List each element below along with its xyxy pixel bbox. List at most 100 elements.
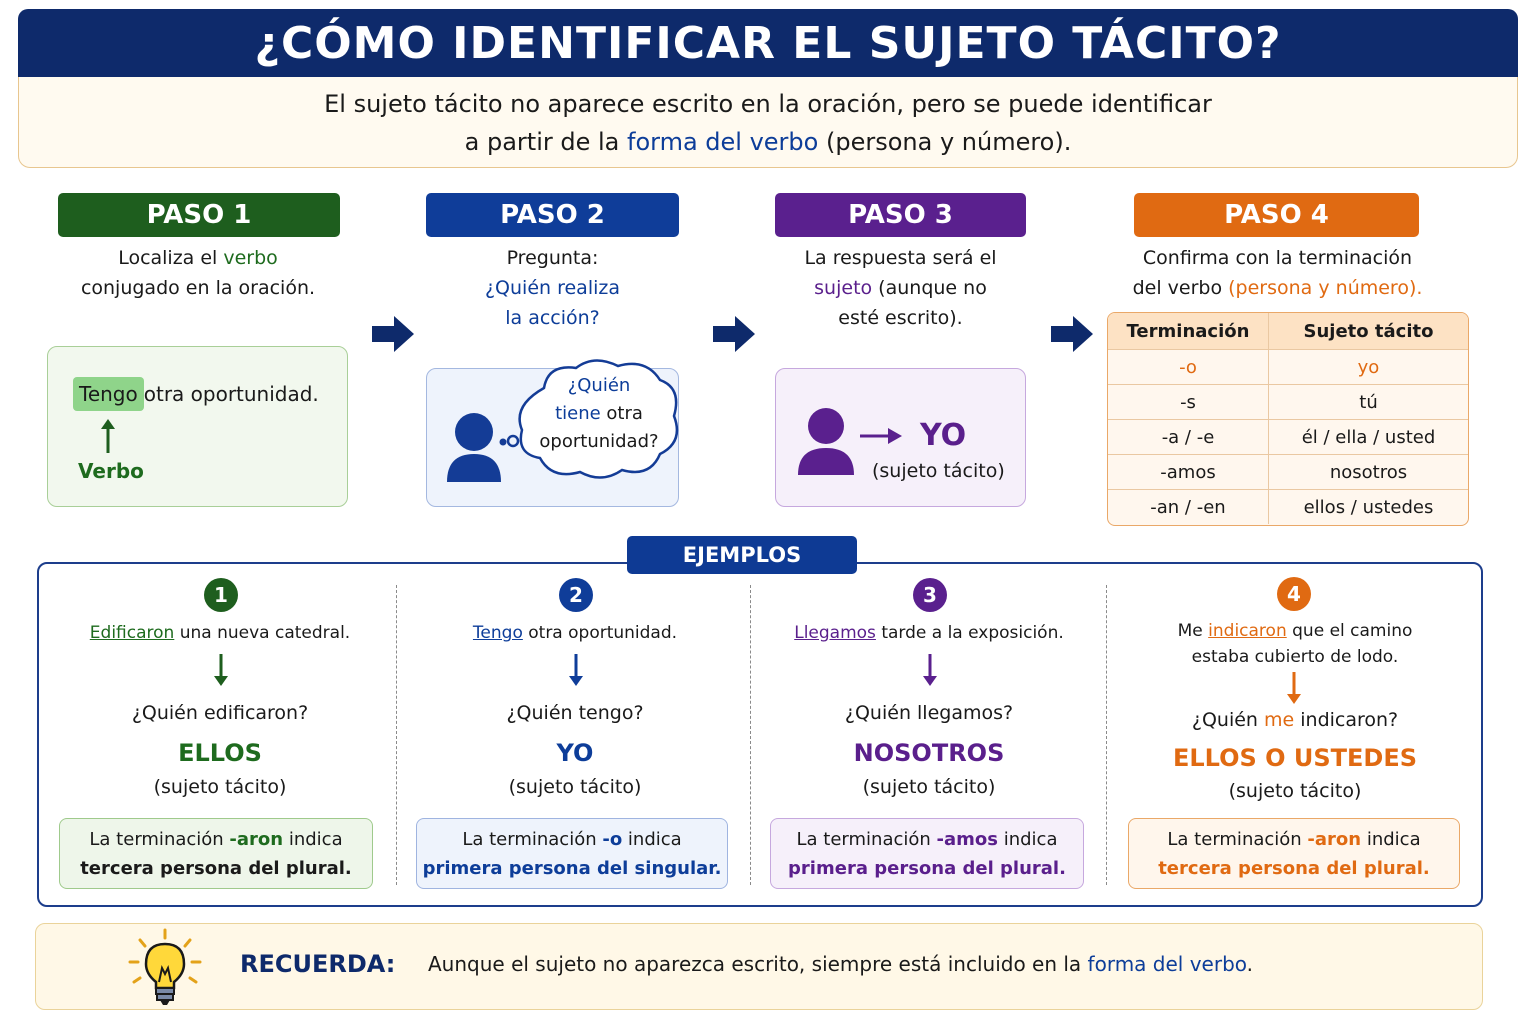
step-3-line-2: sujeto (aunque no xyxy=(765,273,1036,303)
bubble-line-3: oportunidad? xyxy=(539,431,659,452)
example-4-sentence-line-1: Me indicaron que el camino xyxy=(1110,618,1480,644)
example-4-badge: 4 xyxy=(1277,577,1311,611)
table-row: -amos nosotros xyxy=(1108,454,1468,489)
reminder-text: Aunque el sujeto no aparezca escrito, si… xyxy=(428,952,1253,976)
table-row: -a / -e él / ella / usted xyxy=(1108,419,1468,454)
arrow-up-icon xyxy=(101,419,115,453)
intro-line-2: a partir de la forma del verbo (persona … xyxy=(19,123,1517,161)
examples-label: EJEMPLOS xyxy=(627,536,857,574)
example-3-note-line-2: primera persona del plural. xyxy=(788,858,1066,879)
example-1-badge: 1 xyxy=(204,578,238,612)
note-highlight: -aron xyxy=(1307,829,1362,850)
light-bulb-icon xyxy=(128,928,202,1005)
example-1-rest: una nueva catedral. xyxy=(174,623,351,643)
divider xyxy=(750,585,751,885)
example-3-tacit: (sujeto tácito) xyxy=(862,776,996,798)
example-3-rest: tarde a la exposición. xyxy=(875,623,1064,643)
step-2-line-3: la acción? xyxy=(505,307,600,329)
table-row: -s tú xyxy=(1108,384,1468,419)
ending-table: Terminación Sujeto tácito -o yo -s tú -a… xyxy=(1107,312,1469,526)
note-text: La terminación xyxy=(462,829,603,850)
example-1-note: La terminación -aron indica tercera pers… xyxy=(59,818,373,889)
example-2-note-line-1: La terminación -o indica xyxy=(417,825,727,854)
step-4-label: PASO 4 xyxy=(1224,200,1329,230)
example-3-verb: Llegamos xyxy=(794,623,876,643)
verb-caption: Verbo xyxy=(78,459,144,483)
arrow-right-icon xyxy=(1051,316,1093,352)
step-1-highlight: verbo xyxy=(223,247,278,269)
step-3-label: PASO 3 xyxy=(848,200,953,230)
step-1-line-1: Localiza el verbo xyxy=(48,243,348,273)
step-3-text: La respuesta será el sujeto (aunque no e… xyxy=(765,243,1036,333)
example-4-sentence-line-2: estaba cubierto de lodo. xyxy=(1191,647,1399,667)
table-cell: nosotros xyxy=(1268,455,1468,489)
step-4-line-2: del verbo (persona y número). xyxy=(1100,273,1455,303)
step-2-label: PASO 2 xyxy=(500,200,605,230)
step-3-line-1: La respuesta será el xyxy=(804,247,997,269)
example-1-verb: Edificaron xyxy=(89,623,175,643)
example-3-sentence: Llegamos tarde a la exposición. xyxy=(754,620,1104,646)
bubble-line-1: ¿Quién xyxy=(567,375,631,396)
thought-bubble-text: ¿Quién tiene otra oportunidad? xyxy=(524,372,674,456)
note-text: La terminación xyxy=(89,829,230,850)
example-1-sentence: Edificaron una nueva catedral. xyxy=(45,620,395,646)
table-cell: él / ella / usted xyxy=(1268,420,1468,454)
table-header: Sujeto tácito xyxy=(1268,313,1468,349)
person-icon xyxy=(798,408,854,475)
intro-line-1: El sujeto tácito no aparece escrito en l… xyxy=(324,90,1212,118)
reminder-box xyxy=(35,923,1483,1010)
example-2-tacit: (sujeto tácito) xyxy=(508,776,642,798)
arrow-down-icon xyxy=(569,654,583,686)
example-2-question: ¿Quién tengo? xyxy=(506,702,644,724)
page-title: ¿CÓMO IDENTIFICAR EL SUJETO TÁCITO? xyxy=(254,17,1282,69)
reminder-text-end: . xyxy=(1246,952,1254,976)
note-text-end: indica xyxy=(283,829,343,850)
example-2-rest: otra oportunidad. xyxy=(522,623,678,643)
step-1-header: PASO 1 xyxy=(58,193,340,237)
step-4-header: PASO 4 xyxy=(1134,193,1419,237)
example-4-rest: que el camino xyxy=(1286,621,1413,641)
step-1-text: Localiza el verbo conjugado en la oració… xyxy=(48,243,348,303)
step-3-answer-caption: (sujeto tácito) xyxy=(872,460,1005,482)
arrow-right-icon xyxy=(713,316,755,352)
bubble-line-2: tiene otra xyxy=(524,400,674,428)
header-bar: ¿CÓMO IDENTIFICAR EL SUJETO TÁCITO? xyxy=(18,9,1518,77)
step-1-example-rest: otra oportunidad. xyxy=(143,382,319,406)
note-text: La terminación xyxy=(796,829,937,850)
step-2-line-1: Pregunta: xyxy=(506,247,599,269)
note-highlight: -o xyxy=(602,829,623,850)
intro-text-end: (persona y número). xyxy=(818,128,1072,156)
step-2-header: PASO 2 xyxy=(426,193,679,237)
step-2-line-2: ¿Quién realiza xyxy=(484,277,621,299)
table-header: Terminación xyxy=(1126,320,1250,342)
example-1-tacit: (sujeto tácito) xyxy=(153,776,287,798)
example-1-question: ¿Quién edificaron? xyxy=(131,702,309,724)
example-1-note-line-1: La terminación -aron indica xyxy=(60,825,372,854)
table-row: -o yo xyxy=(1108,349,1468,384)
step-4-highlight: (persona y número). xyxy=(1228,277,1423,299)
step-1-example-sentence: Tengo otra oportunidad. xyxy=(73,377,319,411)
example-4-note-line-1: La terminación -aron indica xyxy=(1129,825,1459,854)
table-cell: -amos xyxy=(1160,461,1216,483)
example-2-answer: YO xyxy=(556,739,594,767)
example-3-note: La terminación -amos indica primera pers… xyxy=(770,818,1084,889)
step-2-text: Pregunta: ¿Quién realiza la acción? xyxy=(426,243,679,333)
example-4-sentence: Me indicaron que el camino estaba cubier… xyxy=(1110,618,1480,670)
example-4-note-line-2: tercera persona del plural. xyxy=(1158,858,1430,879)
reminder-highlight: forma del verbo xyxy=(1087,952,1247,976)
example-2-note-line-2: primera persona del singular. xyxy=(422,858,722,879)
example-1-answer: ELLOS xyxy=(178,739,262,767)
example-3-note-line-1: La terminación -amos indica xyxy=(771,825,1083,854)
reminder-label: RECUERDA: xyxy=(240,950,396,978)
step-1-text-a: Localiza el xyxy=(118,247,224,269)
example-3-badge: 3 xyxy=(913,578,947,612)
table-cell: -a / -e xyxy=(1161,426,1215,448)
question-text: ¿Quién xyxy=(1191,709,1264,731)
intro-box: El sujeto tácito no aparece escrito en l… xyxy=(18,77,1518,168)
example-4-tacit: (sujeto tácito) xyxy=(1228,780,1362,802)
example-4-question: ¿Quién me indicaron? xyxy=(1110,709,1480,731)
arrow-down-icon xyxy=(214,654,228,686)
divider xyxy=(1106,585,1107,885)
bubble-highlight: tiene xyxy=(555,403,601,424)
example-2-sentence: Tengo otra oportunidad. xyxy=(400,620,750,646)
